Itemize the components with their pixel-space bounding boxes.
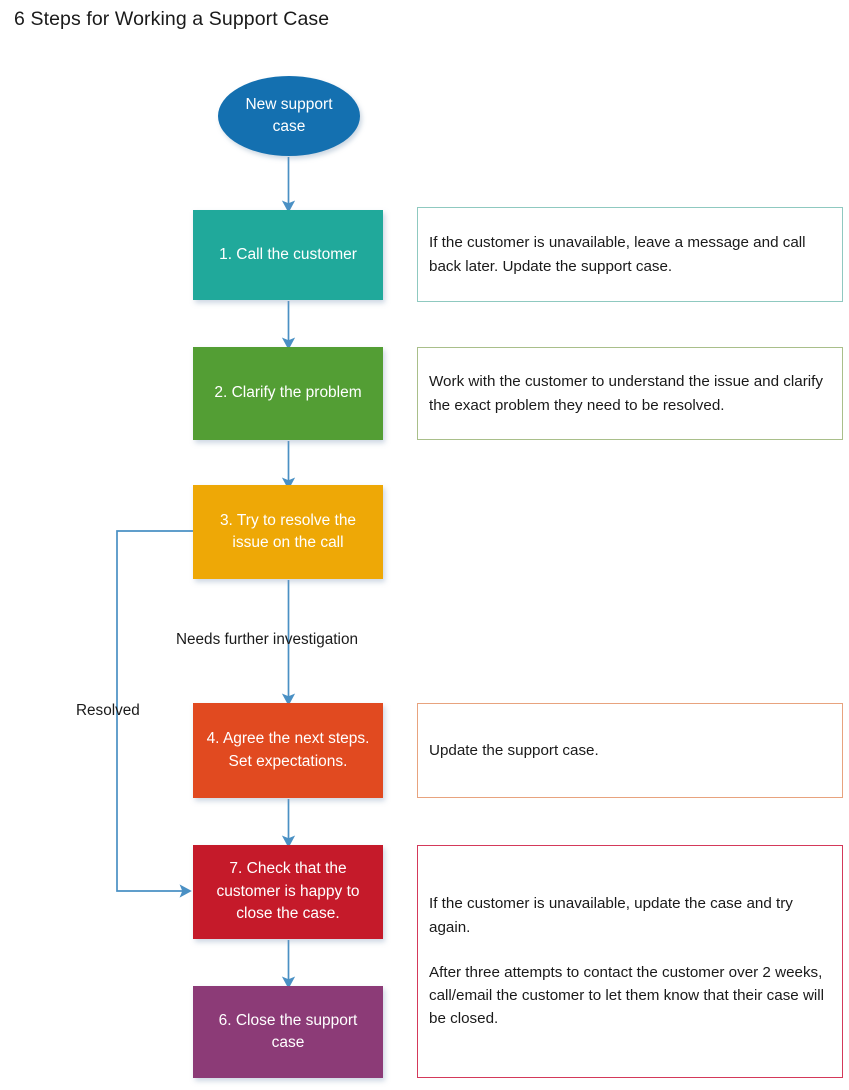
- edge-label-needs-further-investigation: Needs further investigation: [176, 631, 358, 648]
- edge-label-resolved: Resolved: [76, 702, 140, 719]
- note-step-2-text: Work with the customer to understand the…: [429, 373, 823, 414]
- node-step-1-call-the-customer[interactable]: 1. Call the customer: [193, 210, 383, 300]
- note-step-2: Work with the customer to understand the…: [417, 347, 843, 440]
- node-step-2-clarify-the-problem[interactable]: 2. Clarify the problem: [193, 347, 383, 440]
- node-new-support-case[interactable]: New support case: [218, 76, 360, 156]
- node-step-7-check-customer-happy[interactable]: 7. Check that the customer is happy to c…: [193, 845, 383, 939]
- node-step-6-close-the-support-case[interactable]: 6. Close the support case: [193, 986, 383, 1078]
- node-step-4-agree-next-steps[interactable]: 4. Agree the next steps. Set expectation…: [193, 703, 383, 798]
- note-step-7-paragraph-1: If the customer is unavailable, update t…: [429, 895, 793, 936]
- node-step-3-try-to-resolve[interactable]: 3. Try to resolve the issue on the call: [193, 485, 383, 579]
- note-step-4: Update the support case.: [417, 703, 843, 798]
- note-step-1: If the customer is unavailable, leave a …: [417, 207, 843, 302]
- page-title: 6 Steps for Working a Support Case: [14, 8, 330, 30]
- note-step-7-paragraph-2: After three attempts to contact the cust…: [429, 963, 825, 1028]
- note-step-1-text: If the customer is unavailable, leave a …: [429, 234, 806, 275]
- note-step-4-text: Update the support case.: [429, 741, 599, 759]
- note-step-7: If the customer is unavailable, update t…: [417, 845, 843, 1078]
